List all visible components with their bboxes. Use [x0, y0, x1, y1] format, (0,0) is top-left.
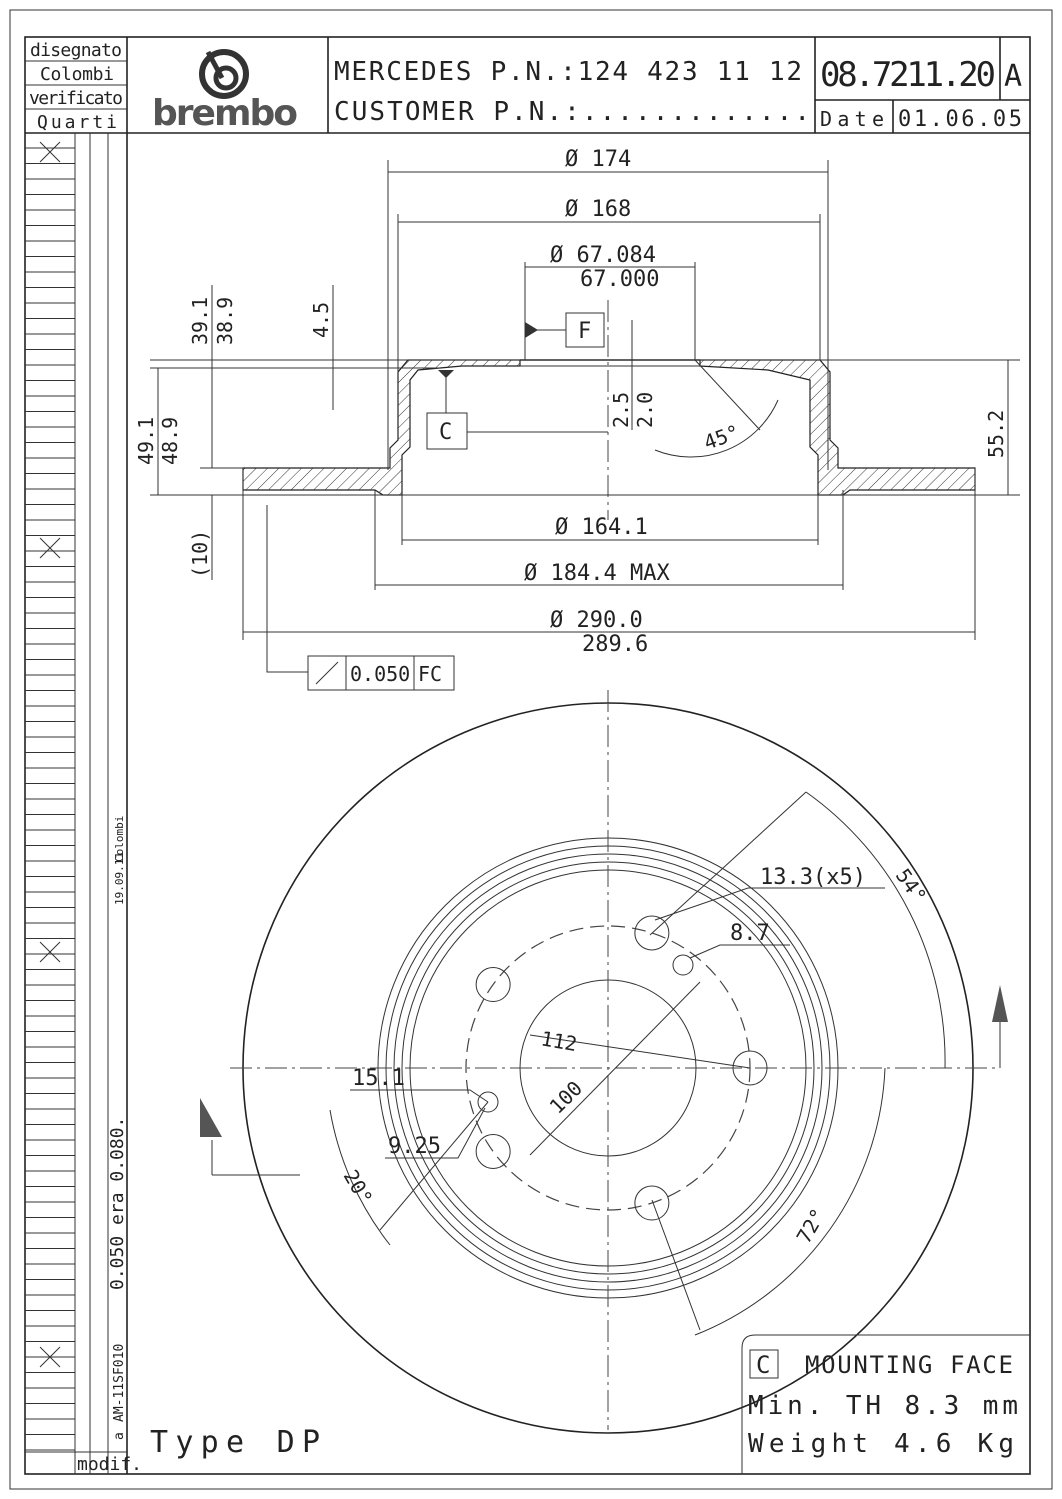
title-block: disegnato Colombi verificato Quarti brem… [25, 37, 1030, 1474]
dim-d164-1: Ø 164.1 [555, 515, 648, 540]
brembo-logo: brembo [152, 49, 298, 134]
svg-text:brembo: brembo [152, 93, 298, 134]
section-view: 0.050 FC Ø 174 Ø 168 Ø 67.084 67.000 F C… [134, 147, 1020, 691]
part-number: 08.7211.20 [820, 55, 996, 95]
dim-h10: (10) [188, 530, 212, 578]
cross-mark-icon [39, 141, 61, 163]
note-min-th: Min. TH 8.3 mm [748, 1391, 1018, 1421]
cross-mark-icon [39, 1346, 61, 1368]
rev-author: Colombi [113, 816, 126, 862]
cross-mark-icon [39, 537, 61, 559]
runout-arrow-icon [315, 661, 339, 685]
dim-h48-9: 48.9 [158, 417, 182, 465]
note-datum-c: C [756, 1351, 770, 1379]
dim-d15-1: 15.1 [352, 1066, 405, 1091]
dim-d174: Ø 174 [565, 147, 631, 172]
revision-strip: modif. a AM-11SF010 0.050 era 0.080. 19.… [25, 133, 142, 1475]
modif-label: modif. [77, 1454, 142, 1475]
dim-h4-5: 4.5 [309, 302, 333, 338]
bolt-hole [732, 1050, 768, 1086]
rev-date: 19.09.11 [113, 852, 126, 905]
dim-hole-dia: 13.3(x5) [760, 865, 866, 890]
dim-h39-1: 39.1 [188, 297, 212, 345]
plan-view: 13.3(x5) 54° 8.7 112 100 15.1 9.25 20° 7… [200, 690, 1008, 1434]
dim-d290: Ø 290.0 [550, 608, 643, 633]
notes: C MOUNTING FACE Min. TH 8.3 mm Weight 4.… [150, 1334, 1030, 1474]
outer-border [9, 9, 1053, 1490]
dim-h38-9: 38.9 [213, 297, 237, 345]
note-type: Type DP [150, 1425, 320, 1460]
dim-d168: Ø 168 [565, 197, 631, 222]
datum-f: F [578, 319, 591, 344]
dim-d289-6: 289.6 [582, 632, 648, 657]
dim-small-hole: 8.7 [730, 921, 770, 946]
dim-d67-max: Ø 67.084 [550, 243, 656, 268]
dim-d184-4: Ø 184.4 MAX [524, 561, 670, 586]
note-weight: Weight 4.6 Kg [748, 1429, 1014, 1459]
customer-part-number: CUSTOMER P.N.:............. [334, 97, 810, 127]
dim-pcd: 112 [539, 1026, 579, 1056]
datum-c: C [439, 420, 452, 445]
dim-bore: 100 [545, 1076, 588, 1119]
drawn-by: Colombi [40, 64, 114, 85]
note-mounting-face: MOUNTING FACE [805, 1351, 1013, 1379]
dim-h2-0: 2.0 [633, 392, 657, 428]
dim-angle72: 72° [792, 1204, 831, 1247]
rev-letter: a [112, 1432, 127, 1440]
checked-by: Quarti [37, 112, 117, 133]
rev-ref: AM-11SF010 [112, 1344, 127, 1422]
runout-value: 0.050 [350, 662, 410, 686]
bolt-hole [475, 1133, 511, 1169]
dim-angle54: 54° [891, 864, 931, 907]
dim-d67-min: 67.000 [580, 267, 659, 292]
bolt-hole [475, 967, 511, 1003]
inner-frame [24, 36, 1031, 1475]
dim-h49-1: 49.1 [134, 417, 158, 465]
oem-part-number: MERCEDES P.N.:124 423 11 12 [334, 57, 802, 87]
dim-h55-2: 55.2 [984, 410, 1008, 458]
revision: A [1004, 59, 1022, 94]
bolt-hole [634, 915, 670, 951]
dim-d9-25: 9.25 [388, 1134, 441, 1159]
dim-angle45: 45° [701, 420, 743, 455]
date-label: Date [820, 107, 884, 131]
rev-text: 0.050 era 0.080. [107, 1117, 128, 1290]
runout-datums: FC [418, 662, 442, 686]
drawn-label: disegnato [30, 40, 122, 61]
cross-mark-icon [39, 941, 61, 963]
checked-label: verificato [29, 88, 123, 109]
bolt-hole [634, 1185, 670, 1221]
dim-angle20: 20° [339, 1166, 378, 1209]
dim-h2-5: 2.5 [609, 392, 633, 428]
date: 01.06.05 [898, 107, 1022, 132]
